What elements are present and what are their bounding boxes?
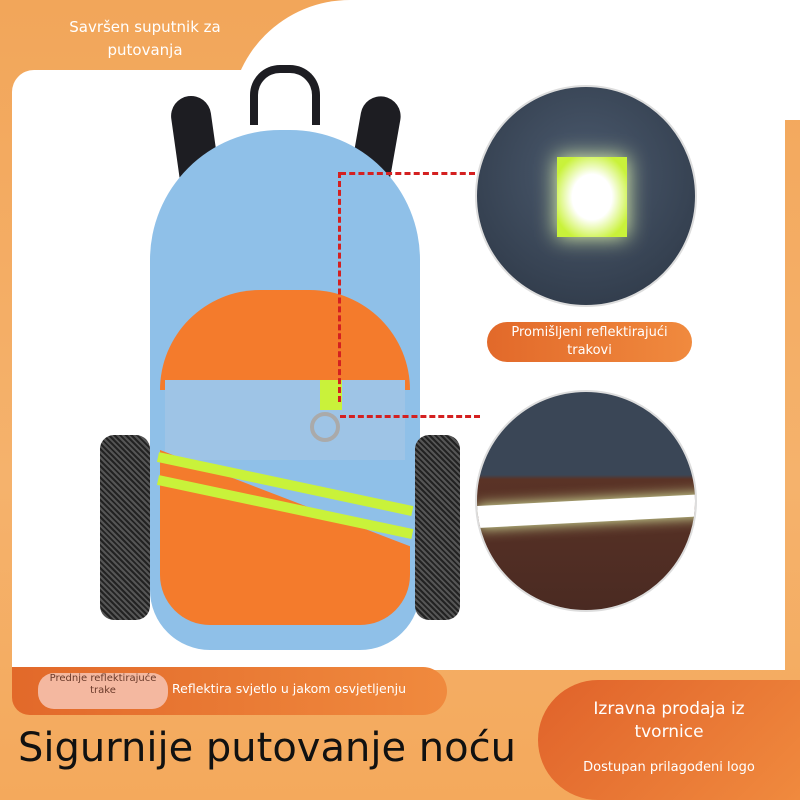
detail-zoom-strip <box>475 390 697 612</box>
callout-reflective-strips: Promišljeni reflektirajući trakovi <box>487 322 692 362</box>
cta-badge: Izravna prodaja iz tvornice Dostupan pri… <box>538 680 800 800</box>
front-desc: Reflektira svjetlo u jakom osvjetljenju <box>172 681 407 696</box>
front-label: Prednje reflektirajuće trake <box>38 673 168 709</box>
panel-curve <box>230 0 800 120</box>
cta-subtitle: Dostupan prilagođeni logo <box>583 760 755 775</box>
leader-line <box>340 172 475 175</box>
detail-zoom-strap <box>475 85 697 307</box>
headline: Sigurnije putovanje noću <box>18 725 516 771</box>
leader-line <box>338 172 341 402</box>
cta-title: Izravna prodaja iz tvornice <box>593 699 745 742</box>
callout-front: Prednje reflektirajuće trake Reflektira … <box>12 667 447 715</box>
leader-line <box>340 415 480 418</box>
backpack-image <box>100 65 460 670</box>
tagline: Savršen suputnik za putovanja <box>69 18 221 59</box>
